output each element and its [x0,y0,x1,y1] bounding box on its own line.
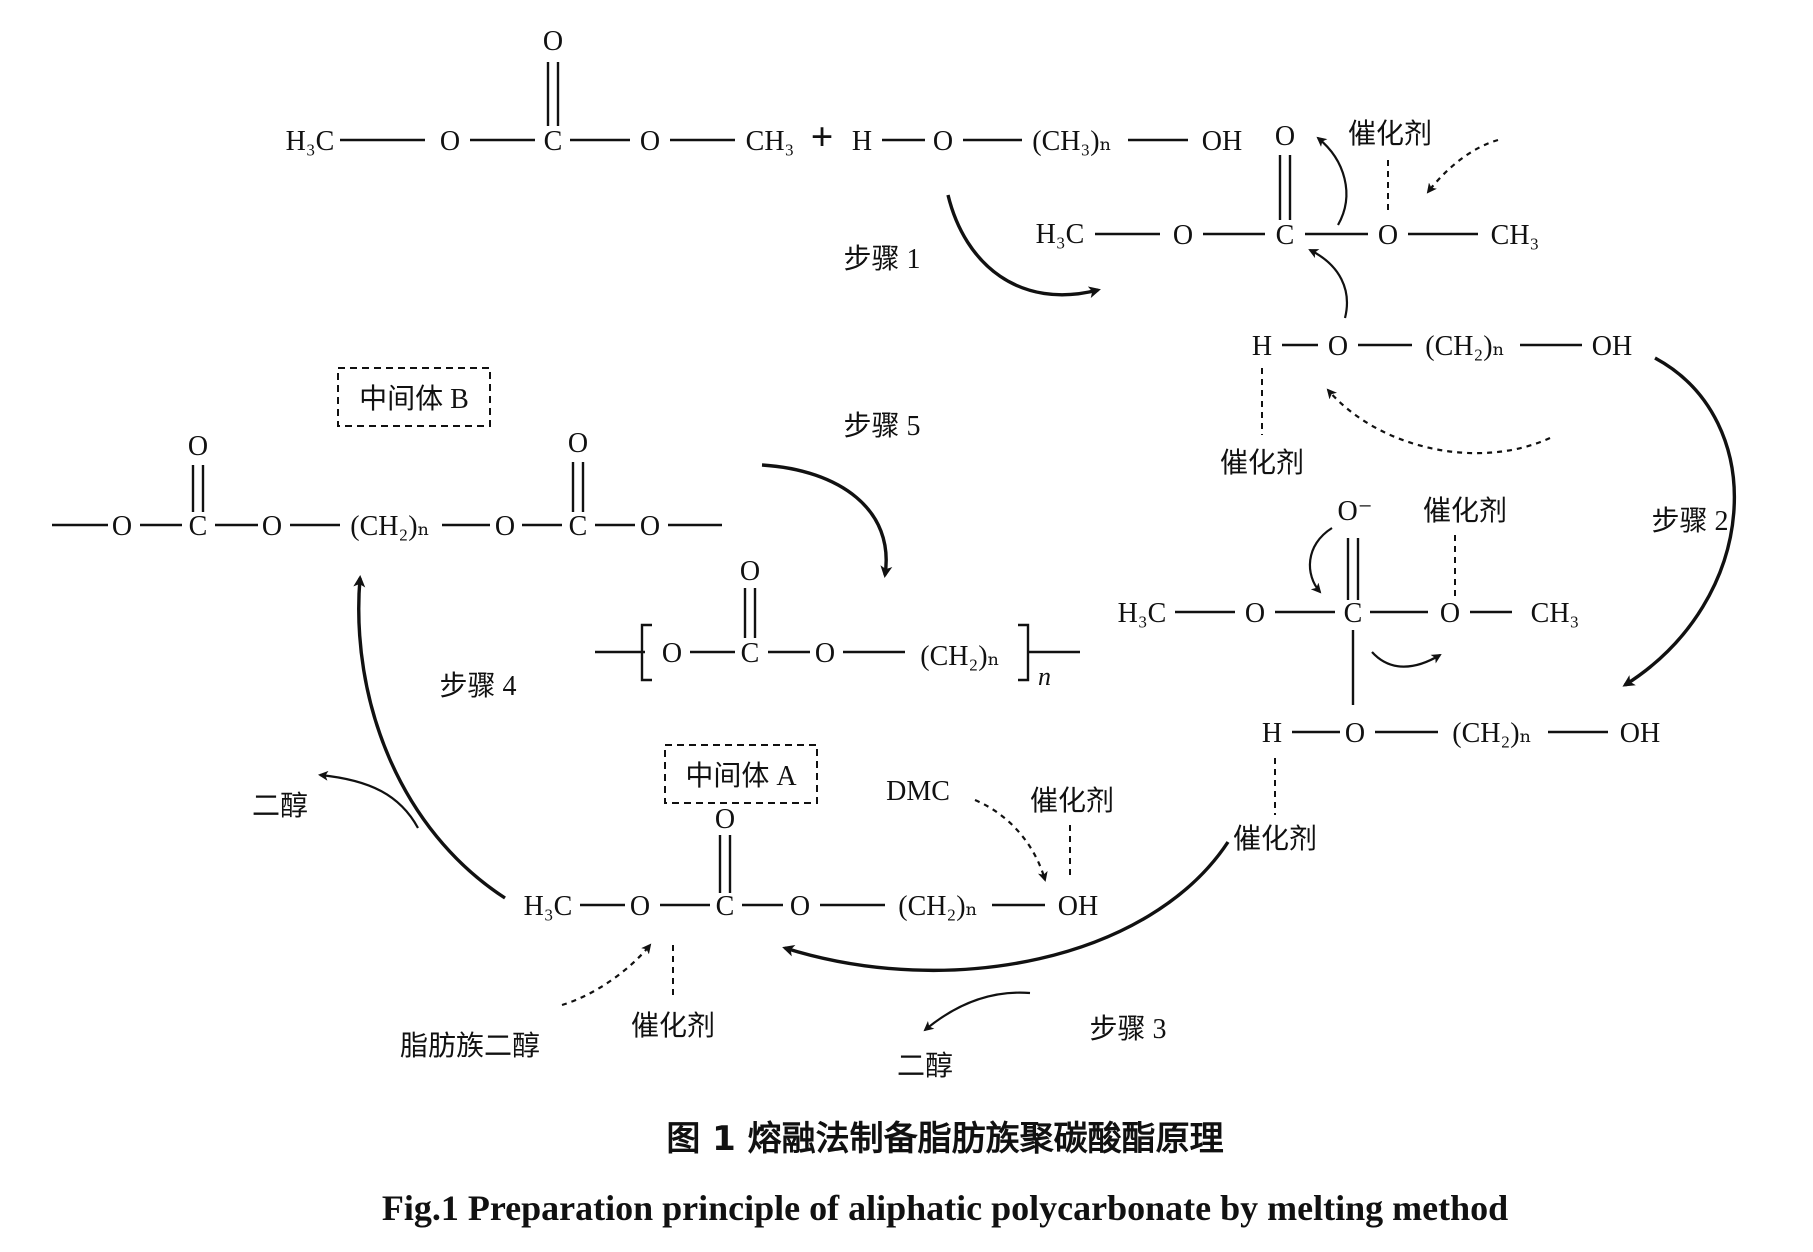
atom-oh: OH [1592,331,1632,362]
catalyst-label: 催化剂 [631,1010,715,1042]
step5-label: 步骤 5 [843,411,920,442]
step1-intermediate: H₃C O C O O CH₃ 催化剂 [1036,118,1540,251]
step2-label: 步骤 2 [1651,506,1728,537]
intermediate-a-label: 中间体 A [685,760,797,792]
atom-o: O [1245,598,1265,629]
atom-o: O [1328,331,1348,362]
atom-h3c: H₃C [1118,598,1167,629]
aliphatic-diol-label: 脂肪族二醇 [400,1030,540,1062]
step1-label: 步骤 1 [843,244,920,275]
reactant-dmc: H₃C O C O O CH₃ [286,26,795,157]
atom-o: O [495,511,515,542]
atom-oh: OH [1202,126,1242,157]
atom-h: H [852,126,872,157]
reactant-diol: H O (CH₃)ₙ OH [852,126,1242,157]
methylene-chain: (CH₂)ₙ [1425,331,1504,362]
atom-o: O [640,511,660,542]
atom-o: O [262,511,282,542]
methylene-chain: (CH₂)ₙ [1452,718,1531,749]
catalyst-label: 催化剂 [1233,823,1317,855]
atom-o: O [640,126,660,157]
atom-o: O [188,431,208,462]
intermediate-b-label: 中间体 B [359,383,469,415]
repeat-n: n [1038,662,1051,691]
atom-o: O [815,638,835,669]
caption-cn: 图 1 熔融法制备脂肪族聚碳酸酯原理 [666,1119,1223,1159]
methylene-chain: (CH₂)ₙ [920,641,999,672]
atom-o: O [543,26,563,57]
caption-en: Fig.1 Preparation principle of aliphatic… [382,1188,1508,1228]
atom-ch3: CH₃ [1491,220,1540,251]
atom-o: O [1275,121,1295,152]
atom-o: O [112,511,132,542]
atom-ch3: CH₃ [746,126,795,157]
diol-under-intermediate: H O (CH₂)ₙ OH 催化剂 [1220,331,1632,479]
methylene-chain: (CH₃)ₙ [1032,126,1111,157]
atom-oh: OH [1058,891,1098,922]
atom-o: O [1345,718,1365,749]
catalyst-label: 催化剂 [1423,495,1507,527]
diol-label: 二醇 [897,1050,953,1082]
polycarbonate-product: O C O O (CH₂)ₙ n [595,556,1080,691]
atom-c: C [716,891,735,922]
tetrahedral-intermediate: O⁻ 催化剂 H₃C O C O CH₃ H O (CH₂)ₙ OH 催化剂 [1118,495,1661,855]
atom-ch3: CH₃ [1531,598,1580,629]
atom-o: O [715,804,735,835]
atom-c: C [544,126,563,157]
atom-o: O [1378,220,1398,251]
atom-h3c: H₃C [286,126,335,157]
methylene-chain: (CH₂)ₙ [350,511,429,542]
atom-c: C [741,638,760,669]
atom-c: C [569,511,588,542]
diol-label: 二醇 [252,790,308,822]
atom-c: C [189,511,208,542]
atom-o-minus: O⁻ [1338,496,1373,527]
atom-h: H [1252,331,1272,362]
atom-h3c: H₃C [1036,219,1085,250]
atom-o: O [740,556,760,587]
step4-label: 步骤 4 [439,671,516,702]
atom-h3c: H₃C [524,891,573,922]
atom-oh: OH [1620,718,1660,749]
atom-o: O [1173,220,1193,251]
intermediate-a-structure: H₃C O C O O (CH₂)ₙ OH 催化剂 [524,804,1099,1042]
intermediate-a-box [664,744,818,804]
atom-o: O [662,638,682,669]
atom-h: H [1262,718,1282,749]
step3-label: 步骤 3 [1089,1014,1166,1045]
catalyst-label: 催化剂 [1030,785,1114,817]
atom-o: O [933,126,953,157]
plus-sign: + [811,114,834,159]
atom-o: O [568,428,588,459]
atom-o: O [630,891,650,922]
atom-o: O [440,126,460,157]
intermediate-b-box [337,367,491,427]
catalyst-label: 催化剂 [1348,118,1432,150]
dmc-label: DMC [886,776,950,807]
atom-o: O [790,891,810,922]
atom-c: C [1276,220,1295,251]
catalyst-label: 催化剂 [1220,447,1304,479]
atom-o: O [1440,598,1460,629]
atom-c: C [1344,598,1363,629]
methylene-chain: (CH₂)ₙ [898,891,977,922]
intermediate-b-structure: O C O O (CH₂)ₙ O C O O [52,428,722,542]
